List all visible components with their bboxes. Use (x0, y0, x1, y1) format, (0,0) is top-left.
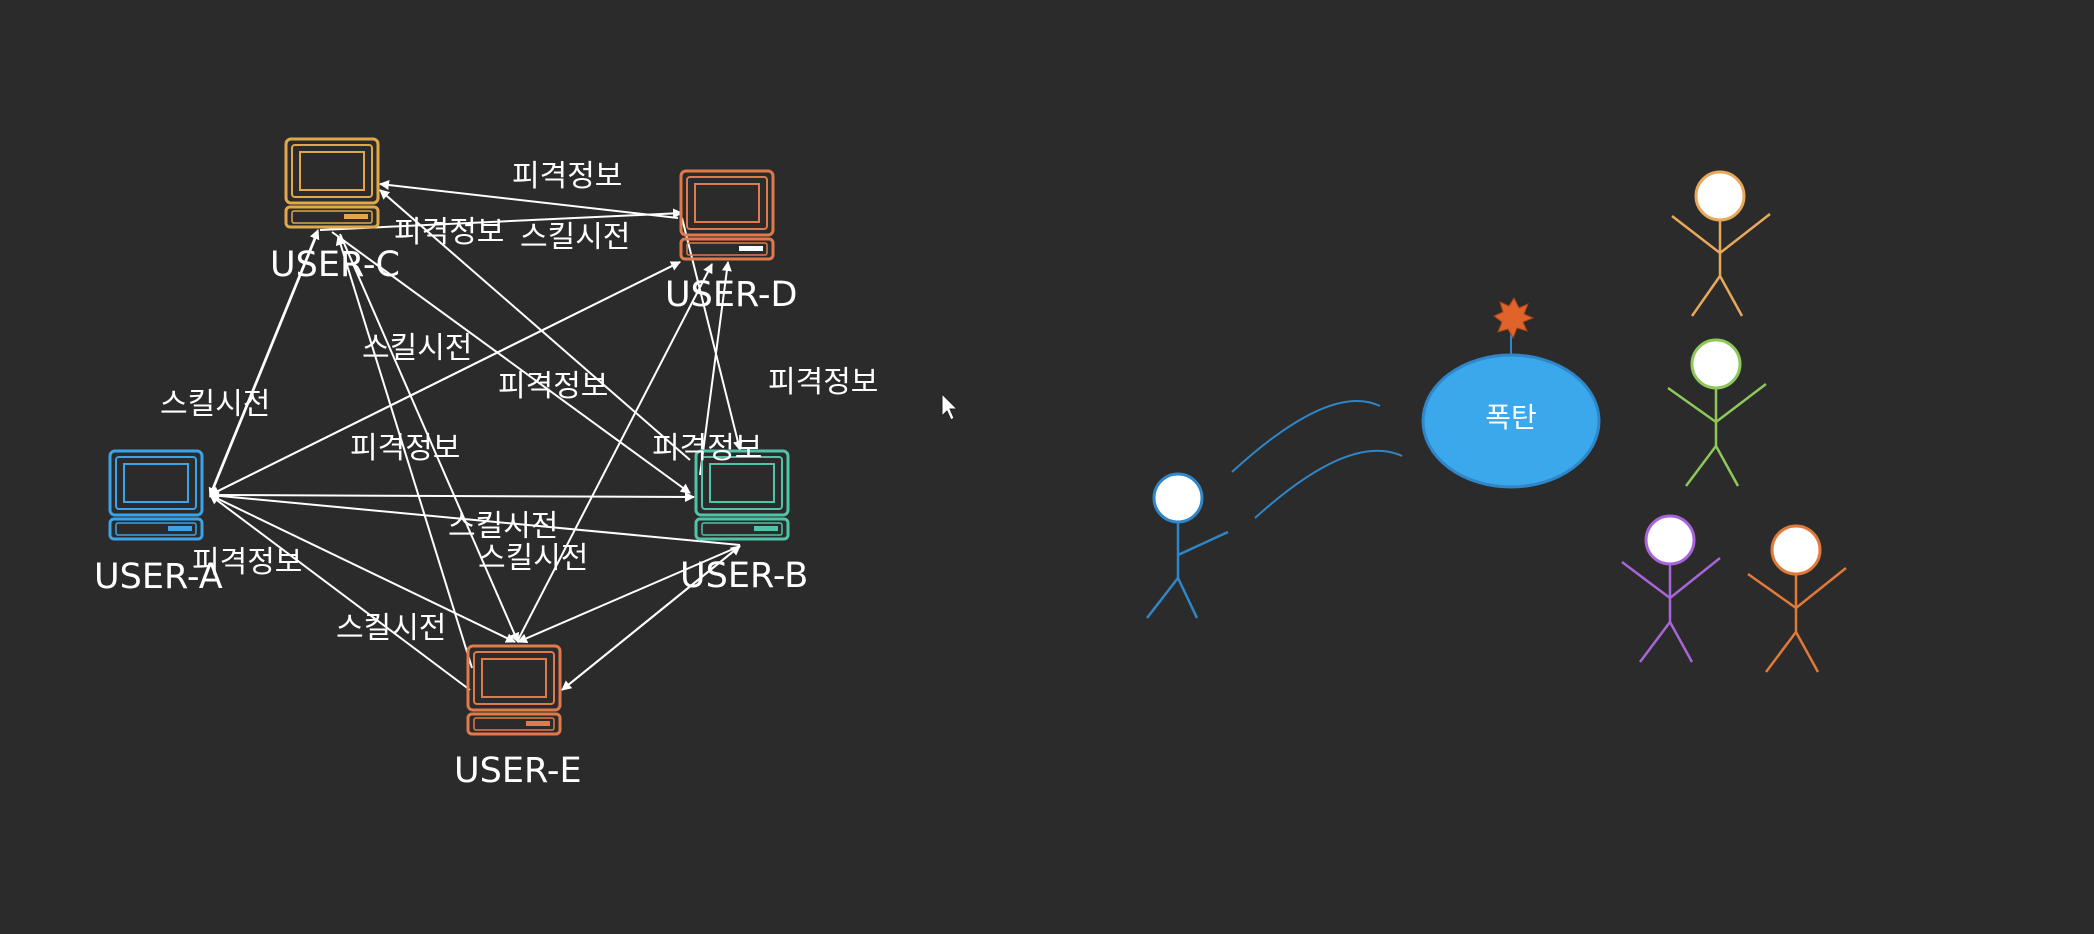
node-label-user-c: USER-C (270, 245, 400, 285)
edge-b-e (517, 545, 741, 644)
edge-label: 스킬시전 (336, 611, 446, 646)
edge-b-a (209, 490, 741, 546)
edge-b-e2 (561, 545, 741, 691)
edge-e-c (335, 235, 473, 669)
thrower-stick-figure (1146, 472, 1229, 619)
computer-icon-user-c (284, 137, 380, 229)
edge-label: 스킬시전 (478, 541, 588, 576)
stick-figure-orange (1671, 170, 1771, 317)
edge-c-d (319, 208, 683, 231)
bomb-icon (1421, 296, 1601, 489)
fuse-spark-icon (1493, 296, 1535, 340)
edge-d-a (209, 261, 681, 496)
edge-label: 피격정보 (512, 159, 622, 194)
edge-d-b (681, 217, 743, 451)
edge-b-c (379, 189, 691, 461)
edge-e-a (209, 494, 471, 691)
edge-a-e (209, 494, 516, 643)
edge-label: 피격정보 (768, 365, 878, 400)
stick-figure-dark-orange (1747, 524, 1847, 673)
edge-a-b (209, 491, 695, 502)
network-edges (208, 180, 743, 691)
edge-label: 피격정보 (350, 431, 460, 466)
edge-label: 스킬시전 (448, 509, 558, 544)
edge-c-a (208, 231, 319, 498)
edge-label: 스킬시전 (520, 220, 630, 255)
stick-figure-purple (1621, 514, 1721, 663)
computer-icon-user-e (466, 644, 562, 736)
bomb-label: 폭탄 (1485, 401, 1537, 434)
edge-label: 피격정보 (192, 545, 302, 580)
edge-d-c (379, 180, 679, 219)
computer-icon-user-d (679, 169, 775, 261)
edge-c-e (339, 233, 519, 643)
node-label-user-e: USER-E (454, 751, 582, 791)
node-label-user-b: USER-B (680, 556, 808, 596)
node-label-user-a: USER-A (94, 557, 223, 597)
mouse-pointer-icon (941, 392, 959, 421)
edge-label: 피격정보 (498, 369, 608, 404)
edge-c-b (331, 231, 691, 494)
edge-b-d (699, 261, 732, 476)
edge-label: 스킬시전 (160, 387, 270, 422)
edge-label: 피격정보 (652, 431, 762, 466)
edge-e-d (517, 263, 713, 641)
edge-label: 스킬시전 (362, 331, 472, 366)
computer-icon-user-b (694, 449, 790, 541)
edge-label: 피격정보 (394, 215, 504, 250)
node-label-user-d: USER-D (665, 275, 797, 315)
stick-figure-green (1667, 338, 1767, 487)
throw-trail (1231, 399, 1403, 519)
computer-icon-user-a (108, 449, 204, 541)
